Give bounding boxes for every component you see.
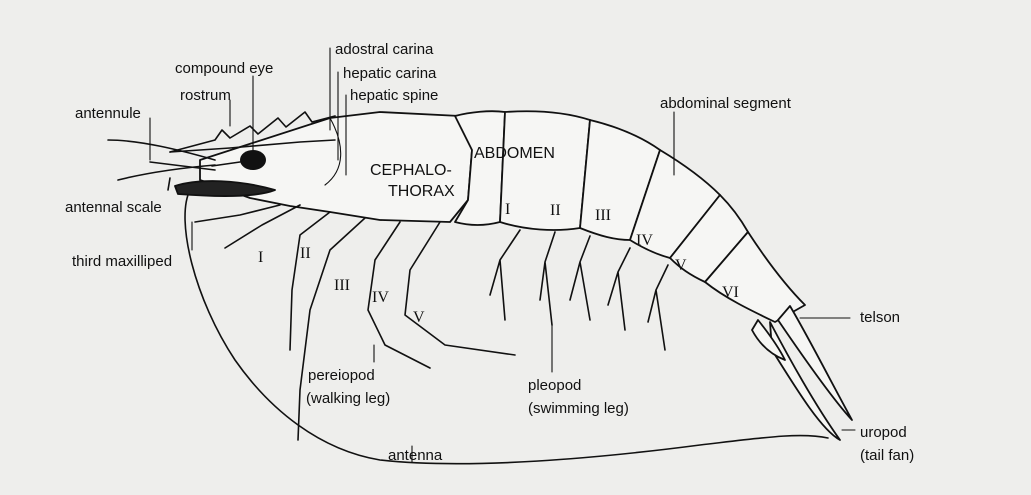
pleopod-3 — [570, 236, 590, 320]
label-antennal-scale: antennal scale — [65, 199, 162, 216]
label-pereiopod-1: pereiopod — [308, 367, 375, 384]
label-abdominal-segment: abdominal segment — [660, 95, 792, 112]
pleopod-5 — [648, 265, 668, 350]
label-cephalothorax-1: CEPHALO- — [370, 162, 452, 179]
pereiopod-V — [405, 222, 515, 355]
label-compound-eye: compound eye — [175, 60, 273, 77]
compound-eye-shape — [240, 150, 266, 170]
pereiopod-numeral-IV: IV — [372, 289, 389, 306]
third-maxilliped-shape — [195, 205, 280, 222]
label-adostral-carina: adostral carina — [335, 41, 434, 58]
label-abdomen: ABDOMEN — [474, 145, 555, 162]
pereiopod-numeral-I: I — [258, 249, 263, 266]
label-uropod-1: uropod — [860, 424, 907, 441]
segment-numeral-V: V — [675, 257, 687, 274]
label-hepatic-spine: hepatic spine — [350, 87, 438, 104]
antennal-scale-spine — [168, 178, 170, 190]
segment-numeral-VI: VI — [722, 284, 739, 301]
label-antennule: antennule — [75, 105, 141, 122]
label-antenna: antenna — [388, 447, 443, 464]
pereiopod-numeral-V: V — [413, 309, 425, 326]
label-hepatic-carina: hepatic carina — [343, 65, 437, 82]
segment-numeral-II: II — [550, 202, 561, 219]
label-pleopod-1: pleopod — [528, 377, 581, 394]
pleopod-4 — [608, 248, 630, 330]
pleopod-1 — [490, 230, 520, 320]
label-pereiopod-2: (walking leg) — [306, 390, 390, 407]
label-rostrum: rostrum — [180, 87, 231, 104]
segment-numeral-III: III — [595, 207, 611, 224]
pereiopod-numeral-II: II — [300, 245, 311, 262]
label-uropod-2: (tail fan) — [860, 447, 914, 464]
pleopod-2 — [540, 232, 555, 325]
label-cephalothorax-2: THORAX — [388, 183, 455, 200]
abdomen-segment-2 — [500, 111, 590, 230]
label-pleopod-2: (swimming leg) — [528, 400, 629, 417]
pereiopod-II — [290, 212, 330, 350]
segment-numeral-I: I — [505, 201, 510, 218]
pereiopod-numeral-III: III — [334, 277, 350, 294]
label-telson: telson — [860, 309, 900, 326]
label-third-maxilliped: third maxilliped — [72, 253, 172, 270]
segment-numeral-IV: IV — [636, 232, 653, 249]
pereiopod-I — [225, 205, 300, 248]
